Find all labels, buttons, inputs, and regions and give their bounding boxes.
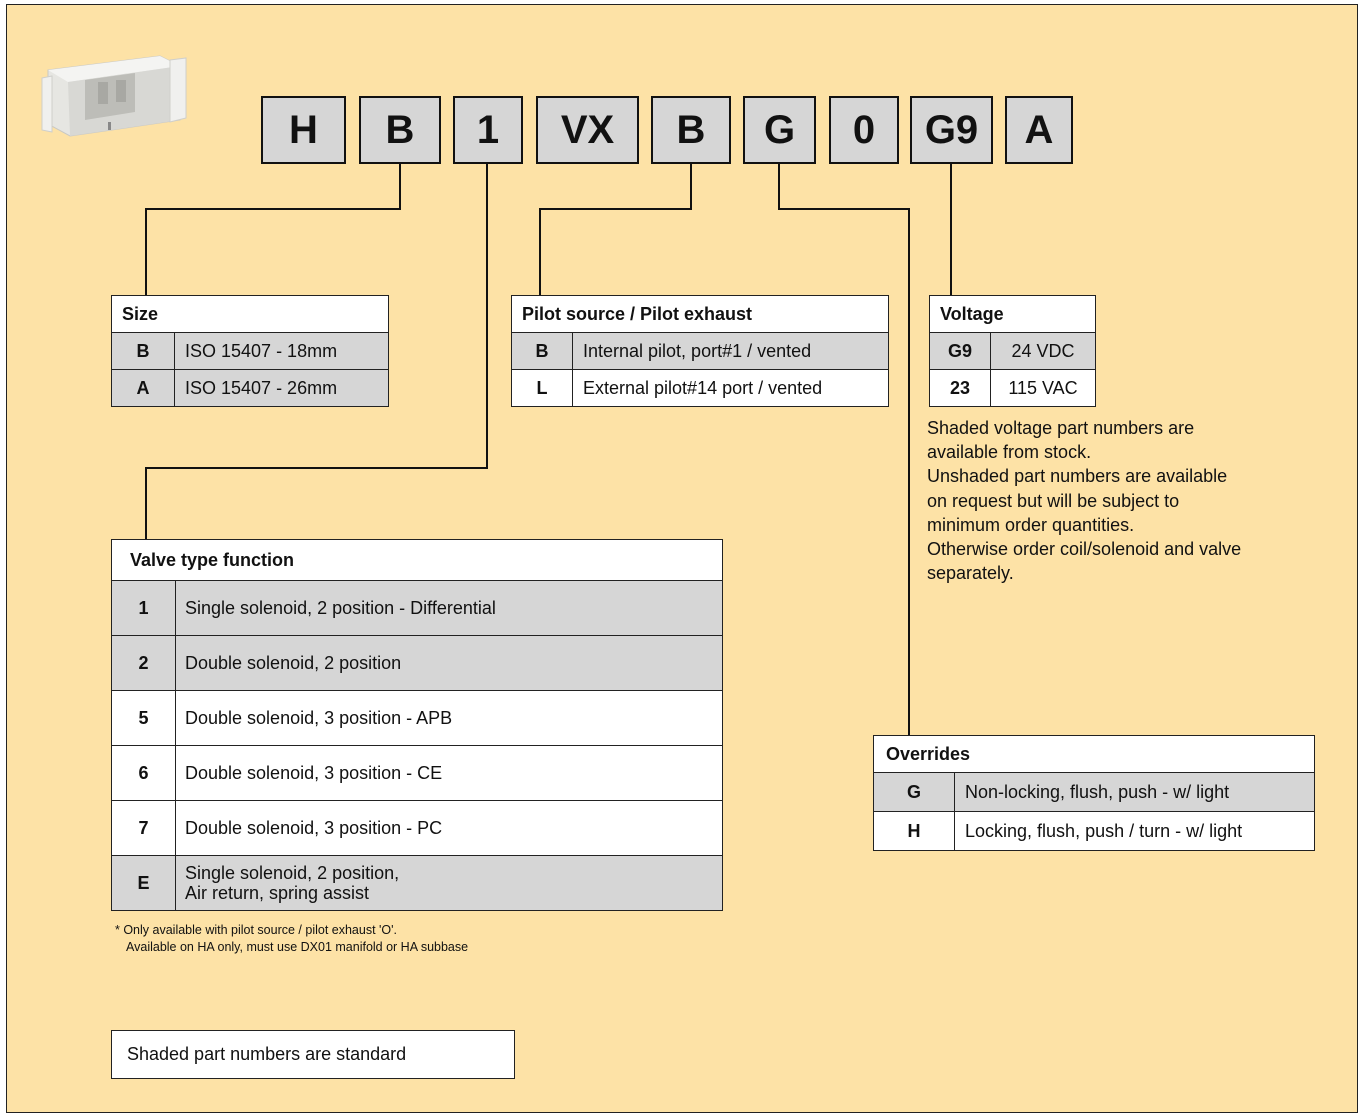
table-row: B Internal pilot, port#1 / vented bbox=[511, 332, 889, 370]
valve-body bbox=[41, 55, 187, 137]
description-line: Double solenoid, 3 position - CE bbox=[185, 763, 443, 783]
voltage-table: Voltage G9 24 VDC 23 115 VAC bbox=[929, 295, 1096, 407]
code-segment-pilot: B bbox=[651, 96, 731, 164]
code-segment-overrides: G bbox=[743, 96, 816, 164]
option-code: G bbox=[873, 772, 955, 812]
option-code: L bbox=[511, 369, 573, 407]
table-row: 2 Double solenoid, 2 position bbox=[111, 635, 723, 691]
option-description: External pilot#14 port / vented bbox=[572, 369, 889, 407]
code-segment-size: B bbox=[359, 96, 441, 164]
option-description: Single solenoid, 2 position, Air return,… bbox=[175, 855, 723, 911]
code-segment-option: 0 bbox=[829, 96, 899, 164]
option-code: B bbox=[511, 332, 573, 370]
description-line: Air return, spring assist bbox=[185, 883, 370, 903]
size-table-title: Size bbox=[111, 295, 389, 333]
shading-legend: Shaded part numbers are standard bbox=[111, 1030, 515, 1079]
code-segment-series: H bbox=[261, 96, 346, 164]
option-description: Double solenoid, 3 position - PC bbox=[175, 800, 723, 856]
option-code: 23 bbox=[929, 369, 991, 407]
table-row: 7 Double solenoid, 3 position - PC bbox=[111, 800, 723, 856]
table-row: 23 115 VAC bbox=[929, 369, 1096, 407]
option-description: Double solenoid, 3 position - CE bbox=[175, 745, 723, 801]
table-row: B ISO 15407 - 18mm bbox=[111, 332, 389, 370]
overrides-table: Overrides G Non-locking, flush, push - w… bbox=[873, 735, 1315, 851]
valve-type-table: Valve type function 1 Single solenoid, 2… bbox=[111, 539, 723, 911]
code-segment-valve-type: 1 bbox=[453, 96, 523, 164]
note-line: available from stock. bbox=[927, 442, 1092, 463]
code-segment-valve-series: VX bbox=[536, 96, 639, 164]
table-row: G9 24 VDC bbox=[929, 332, 1096, 370]
note-line: separately. bbox=[927, 563, 1014, 584]
description-line: Single solenoid, 2 position - Differenti… bbox=[185, 598, 496, 618]
pilot-table-title: Pilot source / Pilot exhaust bbox=[511, 295, 889, 333]
option-description: Non-locking, flush, push - w/ light bbox=[954, 772, 1315, 812]
option-description: 24 VDC bbox=[990, 332, 1096, 370]
option-description: ISO 15407 - 18mm bbox=[174, 332, 389, 370]
table-row: 1 Single solenoid, 2 position - Differen… bbox=[111, 580, 723, 636]
table-row: H Locking, flush, push / turn - w/ light bbox=[873, 811, 1315, 851]
option-code: 5 bbox=[111, 690, 176, 746]
option-description: Single solenoid, 2 position - Differenti… bbox=[175, 580, 723, 636]
note-line: Unshaded part numbers are available bbox=[927, 466, 1228, 487]
table-row: L External pilot#14 port / vented bbox=[511, 369, 889, 407]
description-line: Double solenoid, 2 position bbox=[185, 653, 402, 673]
option-code: 7 bbox=[111, 800, 176, 856]
table-row: 6 Double solenoid, 3 position - CE bbox=[111, 745, 723, 801]
solenoid-valve-image bbox=[41, 55, 187, 137]
option-code: B bbox=[111, 332, 175, 370]
description-line: Single solenoid, 2 position, bbox=[185, 863, 400, 883]
table-row: 5 Double solenoid, 3 position - APB bbox=[111, 690, 723, 746]
code-segment-suffix: A bbox=[1005, 96, 1073, 164]
footnote-line: * Only available with pilot source / pil… bbox=[115, 923, 397, 937]
table-row: A ISO 15407 - 26mm bbox=[111, 369, 389, 407]
option-code: 2 bbox=[111, 635, 176, 691]
option-description: ISO 15407 - 26mm bbox=[174, 369, 389, 407]
footnote-line: Available on HA only, must use DX01 mani… bbox=[126, 940, 469, 954]
option-code: A bbox=[111, 369, 175, 407]
valve-type-table-title: Valve type function bbox=[111, 539, 723, 581]
overrides-table-title: Overrides bbox=[873, 735, 1315, 773]
option-code: G9 bbox=[929, 332, 991, 370]
description-line: Double solenoid, 3 position - PC bbox=[185, 818, 443, 838]
option-description: Locking, flush, push / turn - w/ light bbox=[954, 811, 1315, 851]
voltage-table-title: Voltage bbox=[929, 295, 1096, 333]
option-description: Double solenoid, 3 position - APB bbox=[175, 690, 723, 746]
note-line: on request but will be subject to bbox=[927, 490, 1180, 511]
option-code: H bbox=[873, 811, 955, 851]
option-code: 6 bbox=[111, 745, 176, 801]
table-row: G Non-locking, flush, push - w/ light bbox=[873, 772, 1315, 812]
note-line: minimum order quantities. bbox=[927, 514, 1135, 535]
note-line: Otherwise order coil/solenoid and valve bbox=[927, 539, 1242, 560]
size-table: Size B ISO 15407 - 18mm A ISO 15407 - 26… bbox=[111, 295, 389, 407]
table-row: E Single solenoid, 2 position, Air retur… bbox=[111, 855, 723, 911]
option-description: 115 VAC bbox=[990, 369, 1096, 407]
description-line: Double solenoid, 3 position - APB bbox=[185, 708, 453, 728]
note-line: Shaded voltage part numbers are bbox=[927, 418, 1195, 438]
option-description: Double solenoid, 2 position bbox=[175, 635, 723, 691]
voltage-note: Shaded voltage part numbers are availabl… bbox=[927, 416, 1327, 585]
footnote: * Only available with pilot source / pil… bbox=[115, 922, 468, 956]
option-description: Internal pilot, port#1 / vented bbox=[572, 332, 889, 370]
option-code: 1 bbox=[111, 580, 176, 636]
option-code: E bbox=[111, 855, 176, 911]
code-segment-voltage: G9 bbox=[910, 96, 993, 164]
pilot-table: Pilot source / Pilot exhaust B Internal … bbox=[511, 295, 889, 407]
